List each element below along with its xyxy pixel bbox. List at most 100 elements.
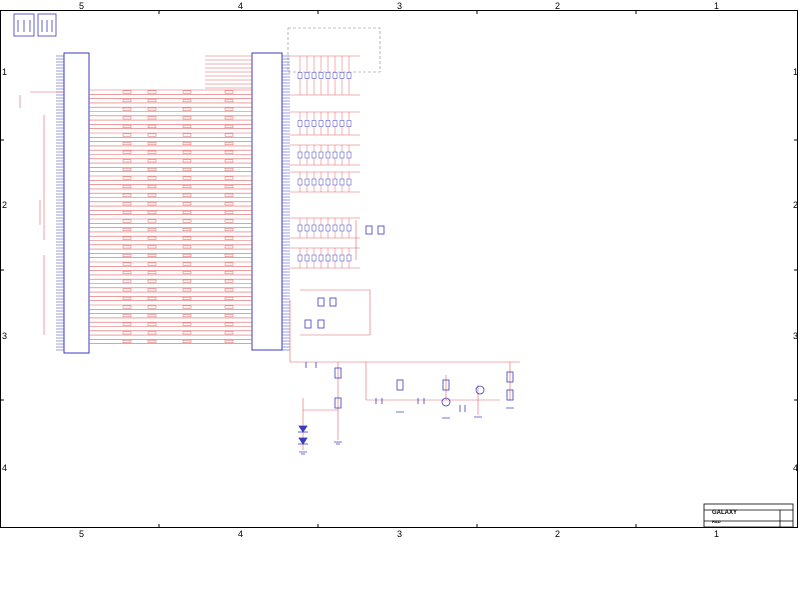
series-resistor bbox=[182, 150, 192, 154]
series-resistor bbox=[122, 99, 132, 103]
array-capacitor bbox=[325, 120, 331, 127]
series-resistor bbox=[224, 262, 234, 266]
series-resistor bbox=[224, 210, 234, 214]
array-capacitor bbox=[346, 151, 352, 159]
series-resistor bbox=[147, 99, 157, 103]
series-resistor bbox=[147, 176, 157, 180]
series-resistor bbox=[147, 150, 157, 154]
series-resistor bbox=[147, 305, 157, 309]
series-resistor bbox=[182, 202, 192, 206]
series-resistor bbox=[224, 90, 234, 94]
series-resistor bbox=[182, 159, 192, 163]
series-resistor bbox=[182, 185, 192, 189]
series-resistor bbox=[147, 142, 157, 146]
series-resistor bbox=[182, 99, 192, 103]
array-capacitor bbox=[346, 120, 352, 127]
series-resistor bbox=[182, 253, 192, 257]
series-resistor bbox=[147, 219, 157, 223]
series-resistor bbox=[147, 271, 157, 275]
series-resistor bbox=[147, 202, 157, 206]
series-resistor bbox=[224, 219, 234, 223]
array-capacitor bbox=[332, 72, 338, 79]
series-resistor bbox=[224, 150, 234, 154]
series-resistor bbox=[122, 236, 132, 240]
array-capacitor bbox=[325, 254, 331, 262]
array-capacitor bbox=[297, 151, 303, 159]
series-resistor bbox=[224, 159, 234, 163]
array-capacitor bbox=[318, 224, 324, 232]
array-capacitor bbox=[304, 254, 310, 262]
array-capacitor bbox=[339, 178, 345, 186]
power-section-wires bbox=[289, 220, 520, 450]
series-resistor bbox=[147, 288, 157, 292]
series-resistor bbox=[182, 90, 192, 94]
array-capacitor bbox=[332, 151, 338, 159]
power-section-parts bbox=[298, 225, 514, 445]
series-resistor bbox=[147, 116, 157, 120]
series-resistor bbox=[224, 142, 234, 146]
array-capacitor bbox=[297, 254, 303, 262]
series-resistor bbox=[182, 322, 192, 326]
series-resistor bbox=[147, 159, 157, 163]
signal-bus bbox=[89, 55, 252, 345]
series-resistor bbox=[147, 322, 157, 326]
series-resistor bbox=[224, 133, 234, 137]
array-capacitor bbox=[325, 72, 331, 79]
array-capacitor bbox=[346, 254, 352, 262]
array-capacitor bbox=[339, 120, 345, 127]
series-resistor bbox=[182, 271, 192, 275]
series-resistor bbox=[182, 331, 192, 335]
series-resistor bbox=[182, 133, 192, 137]
series-resistor bbox=[182, 116, 192, 120]
series-resistor bbox=[224, 296, 234, 300]
array-capacitor bbox=[304, 120, 310, 127]
array-capacitor bbox=[318, 72, 324, 79]
array-capacitor bbox=[297, 72, 303, 79]
series-resistor bbox=[122, 133, 132, 137]
series-resistor bbox=[224, 305, 234, 309]
array-capacitor bbox=[318, 178, 324, 186]
column-marker-5-top: 5 bbox=[79, 1, 85, 11]
series-resistor bbox=[147, 245, 157, 249]
series-resistor bbox=[122, 288, 132, 292]
row-marker-1-left: 1 bbox=[2, 67, 8, 77]
array-capacitor bbox=[304, 72, 310, 79]
series-resistor bbox=[147, 262, 157, 266]
series-resistor bbox=[182, 167, 192, 171]
series-resistor bbox=[182, 176, 192, 180]
array-capacitor bbox=[332, 178, 338, 186]
series-resistor bbox=[122, 305, 132, 309]
main-controller-ic bbox=[251, 52, 283, 351]
series-resistor bbox=[122, 116, 132, 120]
column-marker-2-top: 2 bbox=[555, 1, 561, 11]
array-capacitor bbox=[318, 120, 324, 127]
array-capacitor bbox=[297, 120, 303, 127]
column-marker-4-top: 4 bbox=[238, 1, 244, 11]
series-resistor bbox=[122, 202, 132, 206]
array-capacitor bbox=[318, 254, 324, 262]
series-resistor bbox=[122, 271, 132, 275]
series-resistor bbox=[147, 185, 157, 189]
series-resistor bbox=[224, 116, 234, 120]
series-resistor bbox=[224, 228, 234, 232]
series-resistor bbox=[147, 210, 157, 214]
series-resistor bbox=[147, 236, 157, 240]
array-capacitor bbox=[311, 72, 317, 79]
series-resistor bbox=[147, 107, 157, 111]
array-capacitor bbox=[304, 224, 310, 232]
left-feed-lines bbox=[19, 91, 64, 335]
series-resistor bbox=[122, 279, 132, 283]
series-resistor bbox=[122, 193, 132, 197]
array-capacitor bbox=[311, 120, 317, 127]
series-resistor bbox=[147, 314, 157, 318]
array-capacitor bbox=[311, 178, 317, 186]
series-resistor bbox=[122, 150, 132, 154]
array-capacitor bbox=[339, 224, 345, 232]
series-resistor bbox=[122, 245, 132, 249]
row-marker-2-left: 2 bbox=[2, 200, 8, 210]
series-resistor bbox=[122, 167, 132, 171]
array-capacitor bbox=[339, 254, 345, 262]
series-resistor bbox=[147, 279, 157, 283]
array-capacitor bbox=[318, 151, 324, 159]
